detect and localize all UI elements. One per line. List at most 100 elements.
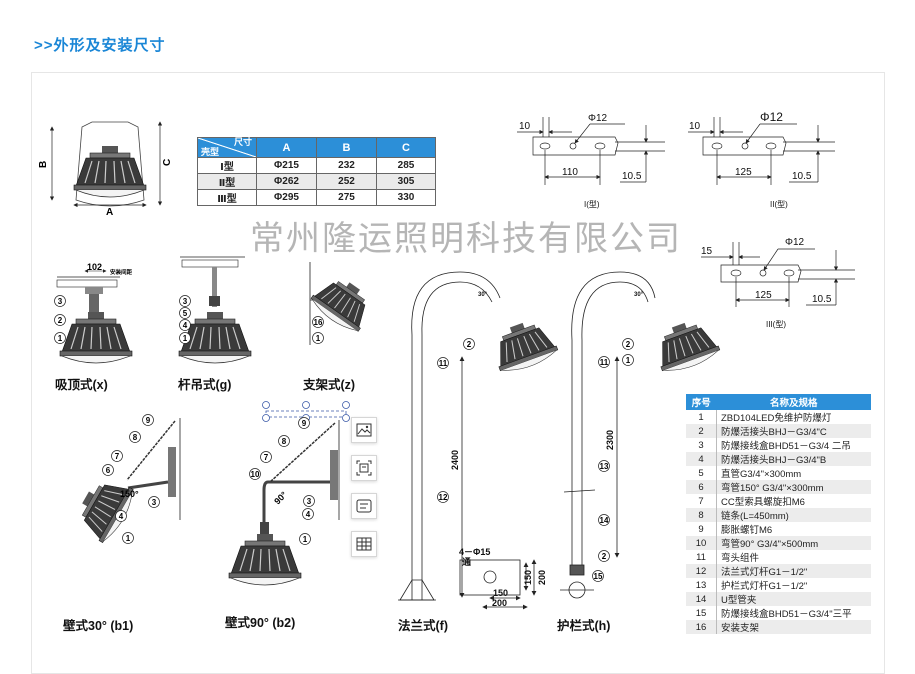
bracket1-thickness: 10.5 [622,171,642,182]
callout-number: 1 [622,354,634,366]
part-number: 5 [686,466,717,480]
part-number: 14 [686,592,717,606]
callout-text: 3 [307,497,312,506]
part-name: 膨胀螺钉M6 [721,525,773,536]
flange-outer: 200 [492,598,507,608]
table-tool-button[interactable] [351,531,377,557]
bracket2-edge: 10 [689,121,701,132]
callout-text: 13 [600,462,609,471]
col-b: B [316,137,377,158]
callout-number: 12 [437,491,449,503]
callout-text: 1 [303,535,308,544]
callout-text: 3 [183,297,188,306]
part-name: 弯管90° G3/4"×500mm [716,536,871,550]
callout-number: 14 [598,514,610,526]
cell: Ⅱ型 [197,173,257,190]
callout-text: 1 [126,534,131,543]
part-number: 11 [686,550,717,564]
callout-number: 13 [598,460,610,472]
callout-text: 16 [314,318,323,327]
ceiling-spacing: 102 [87,262,102,272]
bracket-mount-drawing [307,262,379,345]
part-number: 8 [686,508,717,522]
callout-text: 6 [106,466,111,475]
dim-a-label: A [106,207,113,218]
cell: 305 [376,173,436,190]
flange-pole-drawing [398,271,537,610]
callout-number: 7 [111,450,123,462]
callout-number: 2 [622,338,634,350]
part-number: 12 [686,564,717,578]
callout-number: 1 [299,533,311,545]
bracket1-label: I(型) [584,200,600,209]
part-name: 直管G3/4"×300mm [721,469,802,480]
bracket1-spacing: 110 [562,167,578,178]
wall90-angle: 90° [272,489,289,506]
flange-outer-v: 200 [537,570,547,585]
callout-number: 9 [298,417,310,429]
table-icon [356,537,372,551]
flange-height: 2400 [450,450,460,470]
callout-text: 1 [316,334,321,343]
part-name: 弯管150° G3/4"×300mm [716,480,871,494]
bracket1-edge: 10 [519,121,531,132]
callout-text: 5 [183,309,188,318]
part-name: 防爆接线盒BHD51－G3/4 二吊 [721,441,851,452]
section-title: >>外形及安装尺寸 [34,37,166,54]
callout-text: 10 [251,470,260,479]
part-name: 护栏式灯杆G1－1/2" [721,581,808,592]
ocr-tool-button[interactable] [351,455,377,481]
part-name: 弯头组件 [721,553,760,564]
callout-text: 7 [115,452,120,461]
callout-text: 9 [302,419,307,428]
part-number: 13 [686,578,717,592]
parts-header-name: 名称及规格 [716,394,871,410]
callout-text: 2 [58,316,63,325]
flange-holes: 4－Φ15 [459,547,490,557]
callout-number: 1 [312,332,324,344]
cell: 252 [316,173,377,190]
corner-top: 尺寸 [233,137,252,147]
callout-text: 3 [152,498,157,507]
text-icon [356,499,372,513]
cell: 232 [316,157,377,174]
flange-mount-label: 法兰式(f) [398,619,448,633]
part-number: 6 [686,480,717,494]
callout-text: 2 [467,340,472,349]
callout-number: 16 [312,316,324,328]
wall30-angle: 150° [120,489,139,499]
callout-number: 5 [179,307,191,319]
part-number: 15 [686,606,717,620]
text-tool-button[interactable] [351,493,377,519]
part-name: U型管夹 [716,592,871,606]
callout-text: 3 [58,297,63,306]
callout-number: 4 [115,510,127,522]
parts-row: 5 直管G3/4"×300mm [686,466,871,480]
bracket1-hole: Φ12 [588,113,608,124]
cell: 275 [316,189,377,206]
ceiling-mount-label: 吸顶式(x) [55,378,108,392]
callout-text: 1 [58,334,63,343]
part-number: 4 [686,452,717,466]
callout-number: 2 [463,338,475,350]
callout-number: 8 [129,431,141,443]
callout-text: 11 [600,358,609,367]
ceiling-mount-drawing: 102 安装间距 [56,262,133,364]
callout-number: 11 [598,356,610,368]
callout-number: 7 [260,451,272,463]
cell: Φ262 [256,173,317,190]
cell: 330 [376,189,436,206]
callout-text: 2 [602,552,607,561]
wall-30-mount-drawing [69,418,181,547]
callout-text: 14 [600,516,609,525]
image-tool-button[interactable] [351,417,377,443]
